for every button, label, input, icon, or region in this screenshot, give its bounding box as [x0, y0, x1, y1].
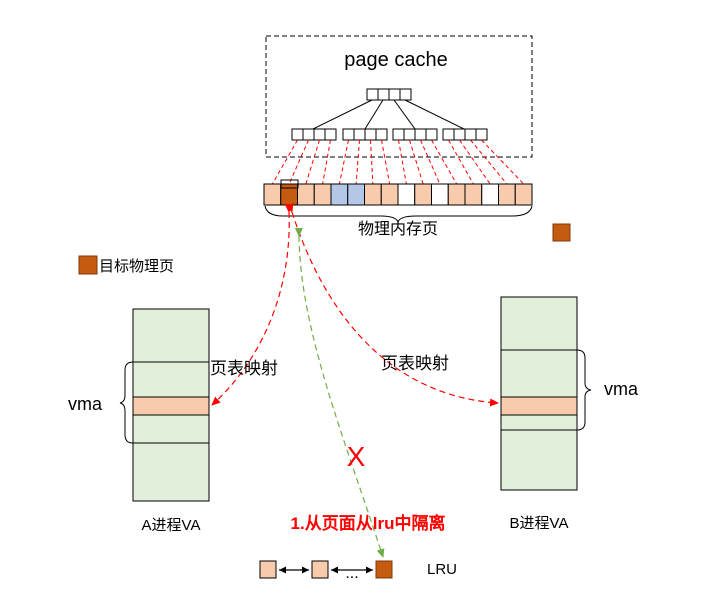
radix-leaf-slot [291, 128, 304, 141]
mapping-arrow-a [211, 203, 293, 406]
radix-leaf-slot [364, 128, 377, 141]
cache-link [322, 139, 331, 185]
radix-leaf-nodes [291, 128, 488, 141]
cache-link [431, 139, 458, 185]
lru-label: LRU [427, 561, 457, 578]
mapping-label-a: 页表映射 [210, 359, 278, 378]
physical-page [347, 183, 365, 206]
isolate-x-mark: X [347, 441, 366, 472]
cache-link [305, 139, 320, 185]
process-a-va: vma A进程VA [68, 308, 210, 534]
cache-link [420, 139, 441, 185]
radix-root-node [366, 88, 412, 101]
physical-page [431, 183, 449, 206]
radix-leaf-slot [375, 128, 388, 141]
lru-page [311, 560, 329, 579]
radix-leaf-slot [313, 128, 326, 141]
page-cache-border [265, 35, 533, 158]
physical-pages-label: 物理内存页 [358, 220, 438, 238]
process-a-vma-label: vma [68, 394, 103, 414]
target-physical-page [280, 183, 298, 206]
cache-link [470, 139, 508, 185]
process-b-va-column [500, 296, 578, 491]
physical-page [447, 183, 466, 206]
cache-link [398, 139, 407, 185]
cache-link [381, 139, 391, 185]
process-b-vma-label: vma [604, 379, 639, 399]
radix-tree-edges [312, 99, 465, 130]
physical-page [380, 183, 399, 206]
radix-leaf-slot [464, 128, 477, 141]
isolate-arrow [294, 227, 385, 558]
target-page-highlight [280, 179, 299, 189]
lru-page [259, 560, 277, 579]
physical-page [397, 183, 416, 206]
physical-page [330, 183, 349, 206]
physical-page [481, 183, 499, 206]
radix-leaf-slot [302, 128, 315, 141]
physical-page [263, 183, 282, 206]
physical-pages-row [263, 183, 533, 206]
radix-leaf-slot [453, 128, 466, 141]
process-a-mapped-page [132, 396, 210, 416]
cache-link [481, 139, 524, 185]
physical-page [498, 183, 516, 206]
process-b-label: B进程VA [510, 515, 569, 532]
radix-leaf-slot [414, 128, 427, 141]
radix-leaf-slot [342, 128, 355, 141]
process-a-vma-brace [119, 361, 134, 444]
process-b-mapped-page [500, 396, 578, 416]
cache-link [448, 139, 474, 185]
legend-label: 目标物理页 [99, 258, 174, 275]
physical-page [313, 183, 332, 206]
cache-link [355, 139, 360, 185]
physical-page [414, 183, 432, 206]
cache-link [271, 139, 298, 185]
cache-link [459, 139, 491, 185]
radix-leaf-slot [442, 128, 455, 141]
cache-to-page-links [271, 139, 524, 185]
lru-target-page [375, 560, 393, 579]
radix-leaf-slot [353, 128, 366, 141]
physical-page [514, 183, 533, 206]
process-b-vma-brace [576, 349, 592, 431]
process-b-va: vma B进程VA [500, 296, 639, 532]
target-page-marker [552, 223, 571, 242]
radix-leaf-slot [324, 128, 337, 141]
page-cache-box: page cache [265, 35, 533, 158]
cache-link [338, 139, 349, 185]
physical-page [464, 183, 483, 206]
legend-swatch [78, 255, 98, 275]
mapping-label-b: 页表映射 [381, 354, 449, 373]
radix-leaf-slot [425, 128, 438, 141]
cache-link [409, 139, 424, 185]
physical-page [364, 183, 382, 206]
cache-link [288, 139, 309, 185]
radix-leaf-slot [392, 128, 405, 141]
radix-leaf-slot [403, 128, 416, 141]
cache-link [370, 139, 374, 185]
isolate-label: 1.从页面从lru中隔离 [291, 513, 446, 533]
page-cache-label: page cache [344, 49, 447, 71]
lru-list: ... LRU [259, 560, 457, 582]
legend: 目标物理页 [78, 255, 174, 275]
physical-pages-brace [264, 205, 533, 224]
process-a-label: A进程VA [142, 517, 201, 534]
physical-page [297, 183, 315, 206]
radix-leaf-slot [475, 128, 488, 141]
lru-ellipsis: ... [345, 565, 358, 582]
